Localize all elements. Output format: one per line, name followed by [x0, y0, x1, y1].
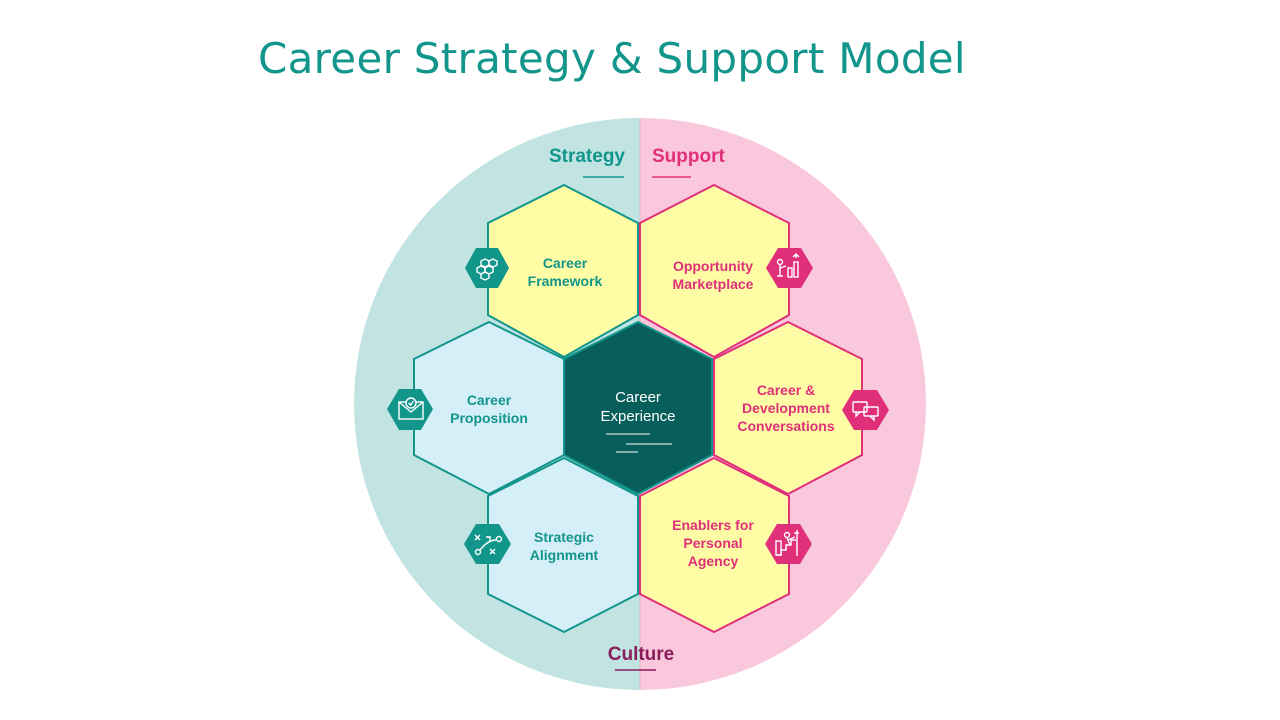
strategic-alignment-line1: Strategic — [534, 529, 594, 545]
culture-label: Culture — [608, 644, 675, 665]
career-experience-line1: Career — [615, 389, 661, 406]
development-conversations-line1: Career & — [757, 382, 815, 398]
hex-personal-agency[interactable]: Enablers for Personal Agency — [639, 456, 790, 634]
chat-bubbles-icon — [842, 390, 889, 430]
hex-strategic-alignment[interactable]: Strategic Alignment — [487, 456, 639, 634]
career-framework-line1: Career — [543, 255, 588, 271]
envelope-badge-icon — [387, 389, 433, 430]
personal-agency-line3: Agency — [688, 553, 739, 569]
career-framework-line2: Framework — [528, 273, 603, 289]
strategy-label: Strategy — [549, 146, 625, 167]
hex-opportunity-marketplace[interactable]: Opportunity Marketplace — [639, 183, 790, 359]
career-proposition-line1: Career — [467, 392, 512, 408]
support-label: Support — [652, 146, 725, 167]
development-conversations-line2: Development — [742, 400, 830, 416]
career-proposition-line2: Proposition — [450, 410, 528, 426]
personal-agency-line1: Enablers for — [672, 517, 754, 533]
strategic-alignment-line2: Alignment — [530, 547, 599, 563]
hex-career-proposition[interactable]: Career Proposition — [413, 320, 565, 496]
hex-career-framework[interactable]: Career Framework — [487, 183, 639, 359]
opportunity-marketplace-line2: Marketplace — [673, 276, 754, 292]
hex-development-conversations[interactable]: Career & Development Conversations — [713, 320, 863, 496]
hex-career-experience[interactable]: Career Experience — [563, 320, 713, 496]
climbing-stairs-icon — [765, 524, 812, 564]
personal-agency-line2: Personal — [683, 535, 742, 551]
career-experience-line2: Experience — [600, 408, 675, 425]
page-title: Career Strategy & Support Model — [258, 34, 966, 83]
development-conversations-line3: Conversations — [737, 418, 834, 434]
opportunity-marketplace-line1: Opportunity — [673, 258, 753, 274]
presenter-growth-icon — [766, 248, 813, 288]
hexagon-network-icon — [465, 248, 509, 288]
strategy-play-icon — [464, 524, 511, 564]
center-decorative-lines — [606, 433, 672, 453]
